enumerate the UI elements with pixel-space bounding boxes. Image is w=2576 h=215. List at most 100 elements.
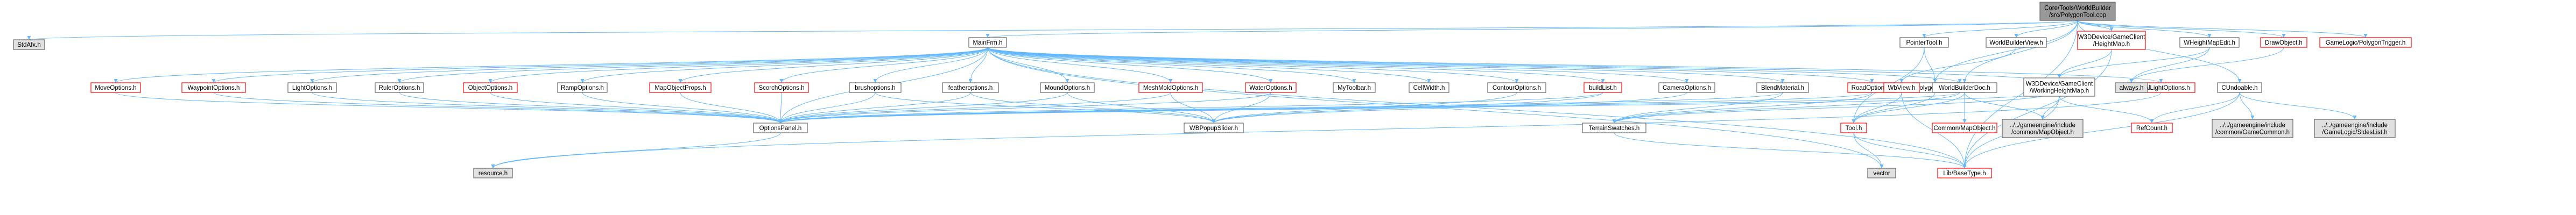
node-pointertool[interactable]: PointerTool.h <box>1899 37 1949 48</box>
node-objectoptions[interactable]: ObjectOptions.h <box>463 82 518 93</box>
edge-root-to-lib_basetype <box>1964 20 2078 169</box>
arrow-head-root-to-gamelogicpolygon <box>2363 34 2368 38</box>
arrow-head-worldbuilderview-to-wbview <box>1899 79 1904 83</box>
node-box <box>1932 82 1997 93</box>
node-mainfrm[interactable]: MainFrm.h <box>968 37 1007 48</box>
arrow-head-mainfrm-to-vector <box>1880 164 1884 168</box>
node-wheightmapedit[interactable]: WHeightMapEdit.h <box>2179 37 2240 48</box>
edge-root-to-w3dheightmap <box>2077 20 2112 32</box>
arrow-head-mainfrm-to-meshmoldoptions <box>1169 79 1173 83</box>
edge-wheightmapedit-to-always <box>2131 47 2210 83</box>
node-cameraoptions[interactable]: CameraOptions.h <box>1658 82 1715 93</box>
node-gamelogicpolygon[interactable]: GameLogic/PolygonTrigger.h <box>2319 37 2412 48</box>
node-label: RoadOptions.h <box>1852 85 1893 91</box>
node-label: /src/PolygonTool.cpp <box>2049 12 2106 19</box>
node-gameengineincmapobject[interactable]: ../../gameengine/include/common/MapObjec… <box>2002 119 2084 138</box>
node-terrainswatches[interactable]: TerrainSwatches.h <box>1582 123 1646 133</box>
edge-roadoptions-to-terrainswatches <box>1614 92 1873 124</box>
node-box <box>1986 37 2047 48</box>
node-contouroptions[interactable]: ContourOptions.h <box>1487 82 1546 93</box>
node-label: BlendMaterial.h <box>1761 85 1804 91</box>
edge-worldbuilderdoc-to-tool <box>1853 92 1965 124</box>
edge-mainfrm-to-vector <box>987 47 1882 169</box>
node-box <box>1658 82 1715 93</box>
edge-mainfrm-to-terrainmaterial <box>987 47 2053 83</box>
edge-mainfrm-to-fenceoptions <box>987 47 1960 83</box>
node-optionspanel[interactable]: OptionsPanel.h <box>753 123 808 133</box>
node-undoable[interactable]: CUndoable.h <box>2217 82 2262 93</box>
node-stdafx[interactable]: StdAfx.h <box>13 39 45 50</box>
edge-root-to-gamelogicpolygon <box>2077 20 2366 38</box>
node-gameenginecommon[interactable]: ../../gameengine/include/common/GameComm… <box>2212 119 2293 138</box>
edge-objectoptions-to-optionspanel <box>490 92 781 124</box>
node-always[interactable]: always.h <box>2115 82 2148 93</box>
node-label: RefCount.h <box>2136 125 2167 132</box>
node-refcount[interactable]: RefCount.h <box>2131 123 2173 133</box>
node-brushoptions[interactable]: brushoptions.h <box>849 82 902 93</box>
node-label: featheroptions.h <box>948 85 993 91</box>
edge-pointertool-to-polygontool <box>1924 47 1935 83</box>
node-root[interactable]: Core/Tools/WorldBuilder/src/PolygonTool.… <box>2039 2 2116 21</box>
edge-mainfrm-to-roadoptions <box>987 47 1873 83</box>
node-vector[interactable]: vector <box>1867 168 1896 178</box>
node-box <box>2260 37 2307 48</box>
node-commonmapobject[interactable]: Common/MapObject.h <box>1932 123 1997 133</box>
node-moundoptions[interactable]: MoundOptions.h <box>1040 82 1095 93</box>
edge-waypointoptions-to-optionspanel <box>213 92 781 124</box>
edge-mainfrm-to-objectoptions <box>490 47 988 83</box>
node-w3dheightmap[interactable]: W3DDevice/GameClient/HeightMap.h <box>2077 31 2146 50</box>
node-label: RampOptions.h <box>561 85 604 91</box>
node-wbview[interactable]: WbView.h <box>1883 82 1920 93</box>
edge-mainfrm-to-brushoptions <box>875 47 988 83</box>
node-cellwidth[interactable]: CellWidth.h <box>1409 82 1449 93</box>
node-label: ../../gameengine/include <box>2322 123 2388 129</box>
node-worldbuilderview[interactable]: WorldBuilderView.h <box>1986 37 2047 48</box>
node-box <box>375 82 424 93</box>
node-label: /WorkingHeightMap.h <box>2030 88 2089 95</box>
node-resource[interactable]: resource.h <box>473 168 513 178</box>
edge-mapobjectprops-to-optionspanel <box>680 92 781 124</box>
edge-worldbuilderview-to-wbview <box>1901 47 2017 83</box>
node-waypointoptions[interactable]: WaypointOptions.h <box>181 82 246 93</box>
node-w3dworkingheightmap[interactable]: W3DDevice/GameClient/WorkingHeightMap.h <box>2023 77 2095 97</box>
node-moveoptions[interactable]: MoveOptions.h <box>90 82 141 93</box>
edge-moveoptions-to-optionspanel <box>115 92 781 124</box>
edge-featheroptions-to-optionspanel <box>780 92 971 124</box>
node-box <box>90 82 141 93</box>
node-lightoptions[interactable]: LightOptions.h <box>287 82 337 93</box>
node-lib_basetype[interactable]: Lib/BaseType.h <box>1937 168 1992 178</box>
node-drawobject[interactable]: DrawObject.h <box>2260 37 2307 48</box>
edge-featheroptions-to-wbpopupslider <box>970 92 1214 124</box>
arrow-head-drawobject-to-always <box>2129 79 2134 83</box>
arrow-head-mainfrm-to-waypointoptions <box>212 79 216 83</box>
node-box <box>1937 168 1992 178</box>
node-label: PointerTool.h <box>1906 40 1942 46</box>
node-mapobjectprops[interactable]: MapObjectProps.h <box>649 82 712 93</box>
node-scorchoptions[interactable]: ScorchOptions.h <box>754 82 809 93</box>
edge-mainfrm-to-cameraoptions <box>987 47 1687 83</box>
node-meshmoldoptions[interactable]: MeshMoldOptions.h <box>1138 82 1203 93</box>
node-label: resource.h <box>478 170 508 177</box>
node-blendmaterial[interactable]: BlendMaterial.h <box>1756 82 1809 93</box>
node-worldbuilderdoc[interactable]: WorldBuilderDoc.h <box>1932 82 1997 93</box>
node-label: StdAfx.h <box>17 42 40 48</box>
edge-mainfrm-to-mytoolbar <box>987 47 1355 83</box>
arrow-head-terrainmaterial-to-optionspanel <box>778 119 783 123</box>
node-tool[interactable]: Tool.h <box>1840 123 1867 133</box>
node-box <box>1583 82 1622 93</box>
node-wateroptions[interactable]: WaterOptions.h <box>1245 82 1297 93</box>
node-mytoolbar[interactable]: MyToolbar.h <box>1333 82 1376 93</box>
node-ruleroptions[interactable]: RulerOptions.h <box>375 82 424 93</box>
node-box <box>1932 123 1997 133</box>
node-featheroptions[interactable]: featheroptions.h <box>942 82 999 93</box>
edge-fenceoptions-to-terrainswatches <box>1614 92 1960 124</box>
node-rampoptions[interactable]: RampOptions.h <box>557 82 608 93</box>
edge-buildlist-to-optionspanel <box>780 92 1603 124</box>
edge-lightoptions-to-optionspanel <box>312 92 781 124</box>
node-box <box>2077 31 2146 50</box>
node-gameenginesideslist[interactable]: ../../gameengine/include/GameLogic/Sides… <box>2314 119 2396 138</box>
node-buildlist[interactable]: buildList.h <box>1583 82 1622 93</box>
node-wbpopupslider[interactable]: WBPopupSlider.h <box>1184 123 1244 133</box>
node-box <box>2179 37 2240 48</box>
edge-mainfrm-to-rampoptions <box>582 47 988 83</box>
